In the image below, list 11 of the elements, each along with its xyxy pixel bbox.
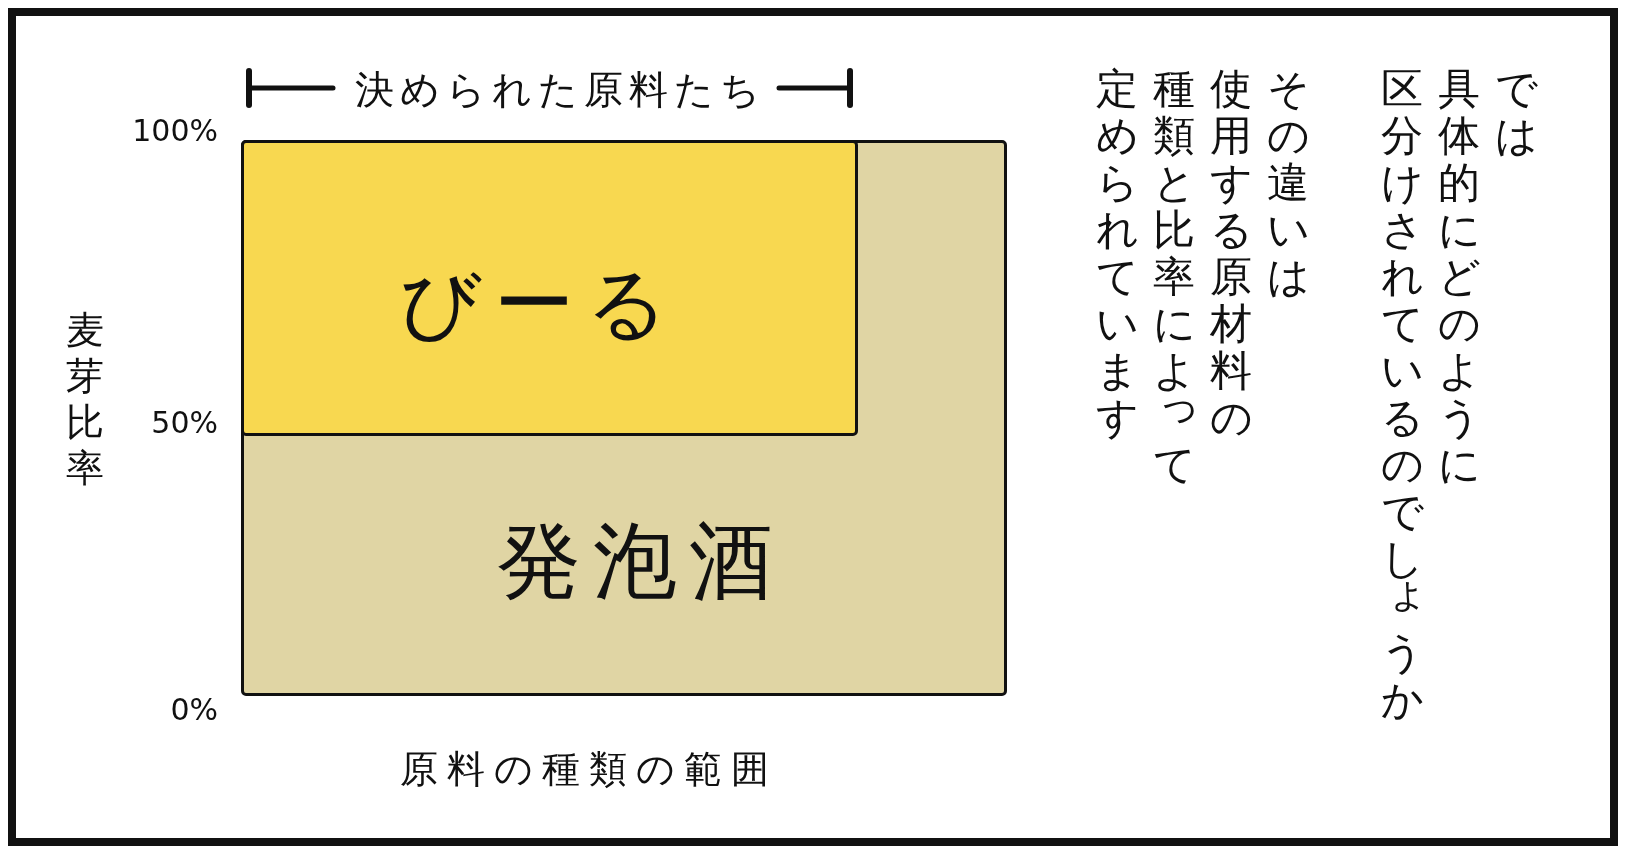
axis-tick-label: 0% bbox=[170, 695, 218, 725]
axis-title: 原料の種類の範囲 bbox=[399, 750, 778, 788]
category-label: 発泡酒 bbox=[497, 519, 785, 603]
dimension-label: 決められた原料たち bbox=[354, 69, 766, 109]
category-box bbox=[241, 140, 1007, 696]
axis-tick-label: 100% bbox=[132, 116, 218, 146]
axis-title: 麦芽比率 bbox=[66, 307, 104, 491]
axis-tick-label: 50% bbox=[151, 408, 218, 438]
category-label: びーる bbox=[400, 264, 680, 344]
question-text: では具体的にどのように区分けされているのでしょうか bbox=[1381, 65, 1537, 723]
category-box bbox=[241, 140, 858, 436]
